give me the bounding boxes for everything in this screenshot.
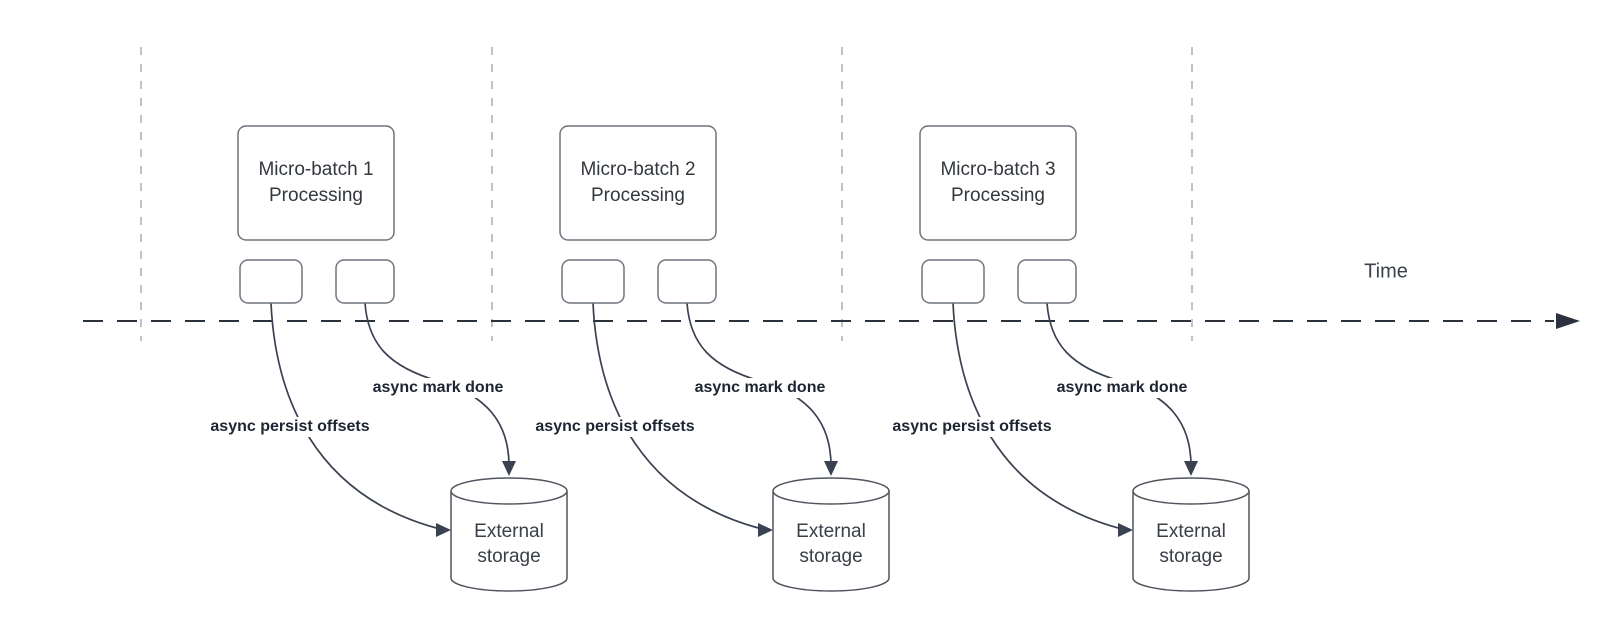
microbatch-1-box: [237, 125, 395, 241]
microbatch-2-label: Micro-batch 2 Processing: [580, 159, 696, 206]
external-storage-cylinder-2: [772, 491, 890, 592]
microbatch-group-3: [919, 125, 1250, 592]
mark-done-label-3: async mark done: [1052, 378, 1192, 398]
persist-offsets-arrowhead-2: [758, 523, 773, 537]
mark-done-task-box-1: [335, 259, 395, 304]
microbatch-group-2: [559, 125, 890, 592]
microbatch-2-box: [559, 125, 717, 241]
external-storage-cylinder-top-2: [772, 477, 890, 505]
mark-done-arrowhead-1: [502, 461, 516, 476]
persist-offsets-label-2: async persist offsets: [531, 417, 699, 437]
time-label: Time: [1364, 260, 1408, 283]
mark-done-task-box-2: [657, 259, 717, 304]
external-storage-label-2: External storage: [796, 521, 866, 567]
mark-done-label-1: async mark done: [368, 378, 508, 398]
external-storage-label-1: External storage: [474, 521, 544, 567]
microbatch-1-label: Micro-batch 1 Processing: [258, 159, 374, 206]
external-storage-cylinder-top-1: [450, 477, 568, 505]
persist-offsets-task-box-3: [921, 259, 985, 304]
mark-done-label-2: async mark done: [690, 378, 830, 398]
persist-offsets-label-3: async persist offsets: [888, 417, 1056, 437]
persist-offsets-arrowhead-1: [436, 523, 451, 537]
external-storage-label-3: External storage: [1156, 521, 1226, 567]
external-storage-cylinder-top-3: [1132, 477, 1250, 505]
persist-offsets-task-box-1: [239, 259, 303, 304]
microbatch-3-box: [919, 125, 1077, 241]
mark-done-arrowhead-3: [1184, 461, 1198, 476]
timeline-arrowhead: [1556, 313, 1580, 329]
microbatch-3-label: Micro-batch 3 Processing: [940, 159, 1056, 206]
mark-done-task-box-3: [1017, 259, 1077, 304]
microbatch-group-1: [237, 125, 568, 592]
persist-offsets-label-1: async persist offsets: [206, 417, 374, 437]
external-storage-cylinder-3: [1132, 491, 1250, 592]
persist-offsets-arrowhead-3: [1118, 523, 1133, 537]
external-storage-cylinder-1: [450, 491, 568, 592]
persist-offsets-task-box-2: [561, 259, 625, 304]
mark-done-arrowhead-2: [824, 461, 838, 476]
